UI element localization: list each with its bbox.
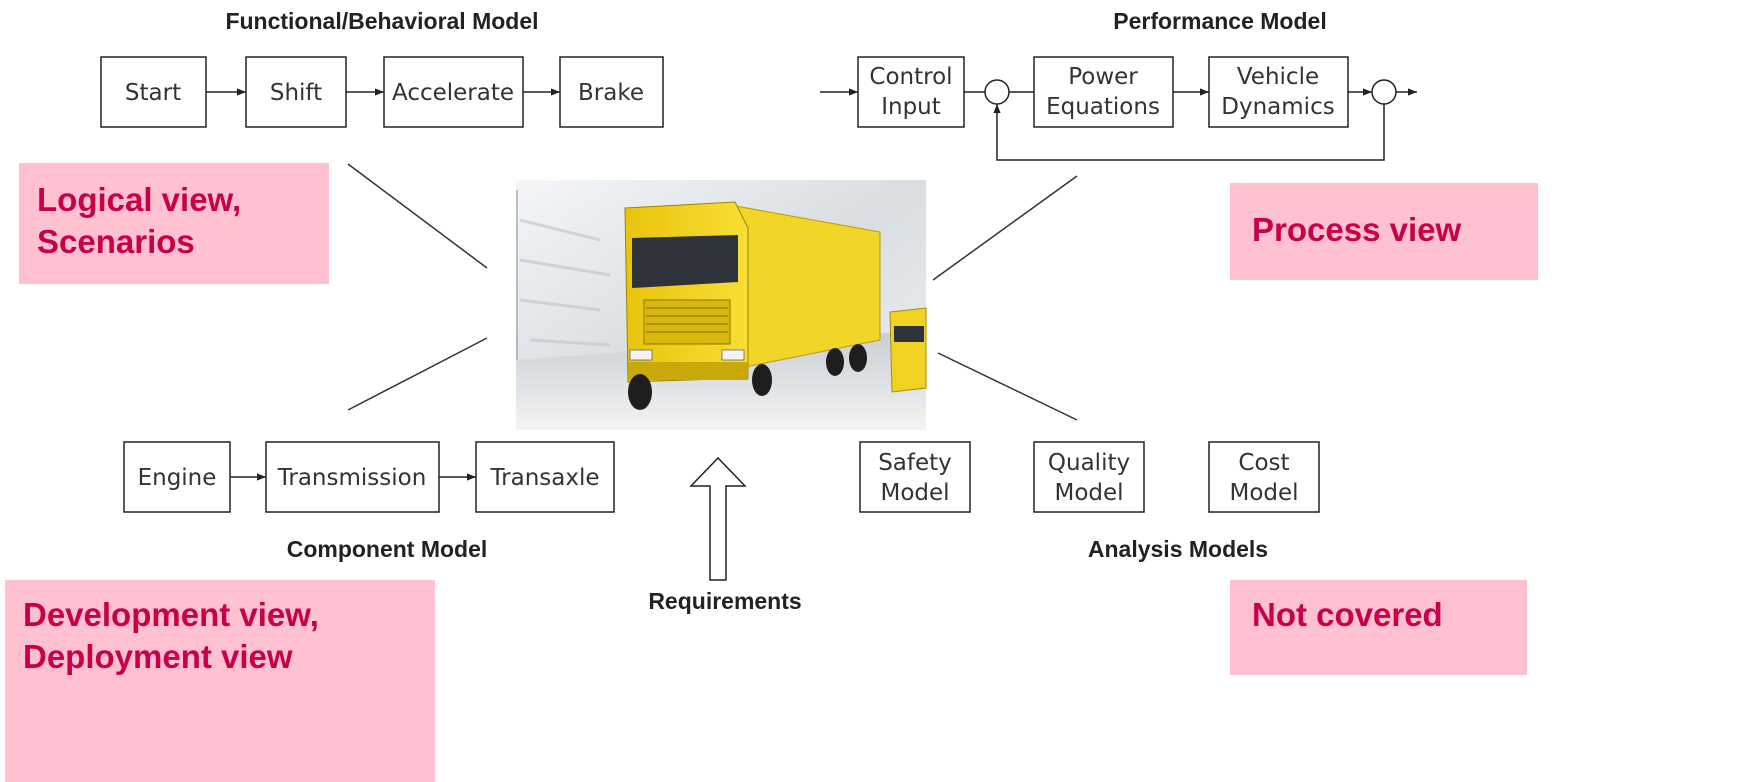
development-view-line1: Development view,: [23, 596, 319, 633]
engine-box: [123, 441, 231, 513]
connector-lines: [347, 163, 1078, 421]
brake-box: [559, 56, 664, 128]
brake-label: Brake: [578, 80, 644, 106]
development-view-callout: Development view, Deployment view: [5, 580, 435, 782]
cost-line1: Cost: [1238, 450, 1289, 476]
transaxle-box: [475, 441, 615, 513]
accelerate-label: Accelerate: [392, 80, 514, 106]
transmission-label: Transmission: [277, 465, 427, 491]
analysis-models-title: Analysis Models: [1088, 536, 1268, 562]
connector-functional: [347, 163, 488, 269]
control-input-box: [857, 56, 965, 128]
start-box: [100, 56, 207, 128]
connector-analysis: [937, 352, 1078, 421]
truck-image: [516, 180, 927, 430]
power-equations-box: [1033, 56, 1174, 128]
functional-flow: [100, 56, 664, 128]
process-view-line1: Process view: [1252, 211, 1462, 248]
cost-model-box: [1208, 441, 1320, 513]
accelerate-box: [383, 56, 524, 128]
engine-label: Engine: [138, 465, 217, 491]
logical-view-callout: Logical view, Scenarios: [19, 163, 329, 284]
quality-model-box: [1033, 441, 1145, 513]
not-covered-line1: Not covered: [1252, 596, 1443, 633]
functional-model-title: Functional/Behavioral Model: [225, 8, 538, 34]
shift-label: Shift: [270, 80, 322, 106]
summing-junction-2: [1371, 79, 1397, 105]
vehicle-dynamics-line2: Dynamics: [1221, 94, 1334, 120]
connector-component: [347, 337, 488, 411]
process-view-callout: Process view: [1230, 183, 1538, 280]
truck-windshield: [632, 235, 738, 288]
requirements-label: Requirements: [648, 588, 801, 614]
safety-line1: Safety: [878, 450, 952, 476]
connector-performance: [932, 175, 1078, 281]
control-input-line1: Control: [869, 64, 952, 90]
development-view-line2: Deployment view: [23, 638, 293, 675]
logical-view-line1: Logical view,: [37, 181, 242, 218]
start-label: Start: [125, 80, 181, 106]
analysis-boxes: [859, 441, 1320, 513]
safety-line2: Model: [880, 480, 949, 506]
second-truck: [889, 307, 927, 393]
performance-flow: [820, 56, 1417, 161]
cost-line2: Model: [1229, 480, 1298, 506]
requirements-arrow: [689, 456, 747, 581]
quality-line1: Quality: [1048, 450, 1130, 476]
logical-view-line2: Scenarios: [37, 223, 195, 260]
safety-model-box: [859, 441, 971, 513]
not-covered-callout: Not covered: [1230, 580, 1527, 675]
component-model-title: Component Model: [287, 536, 488, 562]
feedback-loop: [993, 104, 1385, 161]
performance-model-title: Performance Model: [1113, 8, 1326, 34]
power-equations-line1: Power: [1068, 64, 1138, 90]
component-flow: [123, 441, 615, 513]
transaxle-label: Transaxle: [489, 465, 599, 491]
vehicle-dynamics-line1: Vehicle: [1237, 64, 1319, 90]
power-equations-line2: Equations: [1046, 94, 1160, 120]
quality-line2: Model: [1054, 480, 1123, 506]
control-input-line2: Input: [881, 94, 941, 120]
summing-junction-1: [984, 79, 1010, 105]
